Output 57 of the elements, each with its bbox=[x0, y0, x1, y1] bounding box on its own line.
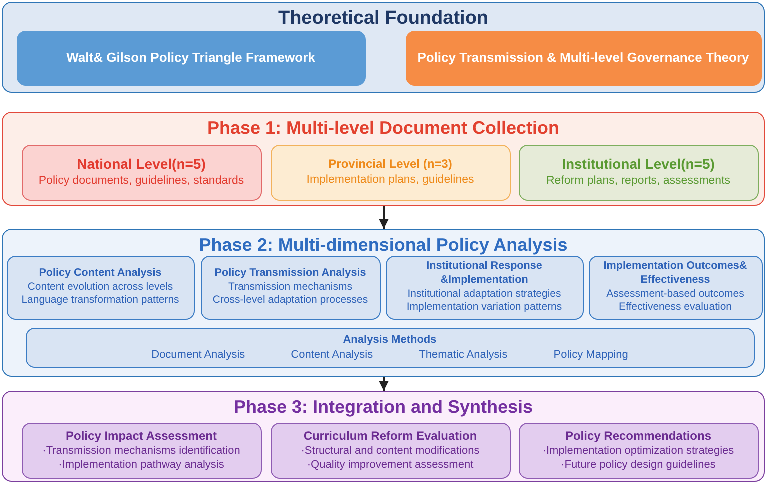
box-heading: Curriculum Reform Evaluation bbox=[304, 428, 478, 444]
box-heading: National Level(n=5) bbox=[77, 156, 206, 174]
content-box bbox=[386, 256, 584, 320]
box-text: ·Future policy design guidelines bbox=[561, 458, 716, 472]
arrow bbox=[379, 377, 389, 391]
box-heading: Institutional Level(n=5) bbox=[562, 156, 715, 174]
box-text: ·Implementation pathway analysis bbox=[58, 458, 224, 472]
box-label: Walt& Gilson Policy Triangle Framework bbox=[66, 50, 316, 66]
arrow bbox=[379, 206, 389, 229]
content-box bbox=[588, 256, 762, 320]
section-title: Phase 1: Multi-level Document Collection bbox=[207, 117, 560, 140]
section-title: Theoretical Foundation bbox=[278, 7, 489, 31]
box-text: Reform plans, reports, assessments bbox=[546, 174, 731, 189]
content-box bbox=[6, 256, 194, 320]
box-text: Language transformation patterns bbox=[22, 294, 180, 308]
content-box bbox=[518, 422, 758, 478]
method-label: Content Analysis bbox=[291, 348, 374, 362]
content-box bbox=[270, 144, 510, 200]
box-text: Content evolution across levels bbox=[28, 280, 174, 294]
method-label: Thematic Analysis bbox=[419, 348, 508, 362]
content-box bbox=[22, 422, 262, 478]
section-panel bbox=[2, 112, 765, 206]
section-title: Phase 2: Multi-dimensional Policy Analysis bbox=[199, 234, 568, 257]
box-text: ·Transmission mechanisms identification bbox=[42, 444, 240, 458]
box-text: ·Structural and content modifications bbox=[301, 444, 480, 458]
section-panel bbox=[2, 391, 765, 482]
section-title: Phase 3: Integration and Synthesis bbox=[234, 396, 534, 419]
box-text: ·Implementation optimization strategies bbox=[542, 444, 734, 458]
box-text: Institutional adaptation strategies bbox=[408, 288, 562, 302]
box-heading: Analysis Methods bbox=[343, 333, 437, 348]
content-box bbox=[16, 30, 366, 86]
content-box bbox=[26, 328, 754, 368]
content-box bbox=[200, 256, 380, 320]
box-text: Implementation plans, guidelines bbox=[306, 172, 474, 188]
box-text: Effectiveness evaluation bbox=[618, 301, 732, 315]
box-text: Assessment-based outcomes bbox=[606, 288, 744, 302]
box-text: Cross-level adaptation processes bbox=[212, 294, 368, 308]
box-label: Policy Transmission & Multi-level Governance Theory bbox=[418, 50, 750, 66]
box-heading: Policy Impact Assessment bbox=[66, 428, 217, 444]
box-heading: Provincial Level (n=3) bbox=[328, 157, 452, 173]
content-box bbox=[22, 144, 262, 200]
content-box bbox=[270, 422, 510, 478]
box-heading: Policy Transmission Analysis bbox=[214, 267, 366, 281]
content-box bbox=[518, 144, 758, 200]
content-box bbox=[406, 30, 762, 86]
box-text: Policy documents, guidelines, standards bbox=[38, 174, 244, 189]
method-label: Policy Mapping bbox=[554, 348, 628, 362]
method-label: Document Analysis bbox=[152, 348, 246, 362]
box-heading: Policy Recommendations bbox=[565, 428, 712, 444]
box-heading: Institutional Response &Implementation bbox=[426, 260, 544, 288]
section-panel bbox=[2, 229, 765, 377]
section-panel bbox=[2, 2, 765, 93]
box-text: Implementation variation patterns bbox=[406, 301, 562, 315]
box-text: Transmission mechanisms bbox=[228, 280, 352, 294]
box-heading: Implementation Outcomes& Effectiveness bbox=[602, 260, 748, 288]
box-text: ·Quality improvement assessment bbox=[307, 458, 474, 472]
box-heading: Policy Content Analysis bbox=[39, 267, 162, 281]
